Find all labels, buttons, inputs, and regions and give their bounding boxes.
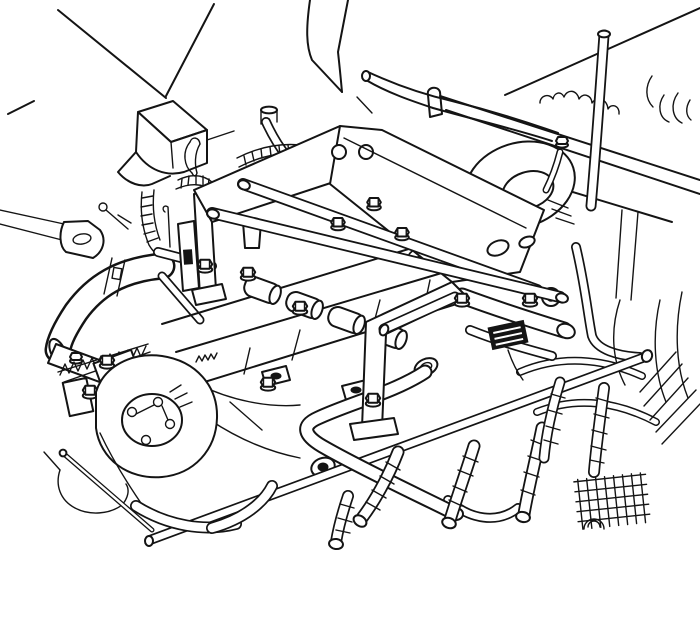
corrugated-hoses [328,382,610,550]
harness-connector [488,320,528,349]
retaining-clip [185,138,200,176]
pump-pulley [44,344,217,513]
mesh-shield [574,352,700,530]
wiring-conduits [99,71,558,263]
right-side-hoses [520,210,688,422]
fixture-cross-rods [206,179,569,337]
wire-loom-bumps [540,76,691,123]
fixture-plate [330,126,544,282]
hatch-lines [640,352,700,444]
air-cleaner-housing [118,101,234,186]
